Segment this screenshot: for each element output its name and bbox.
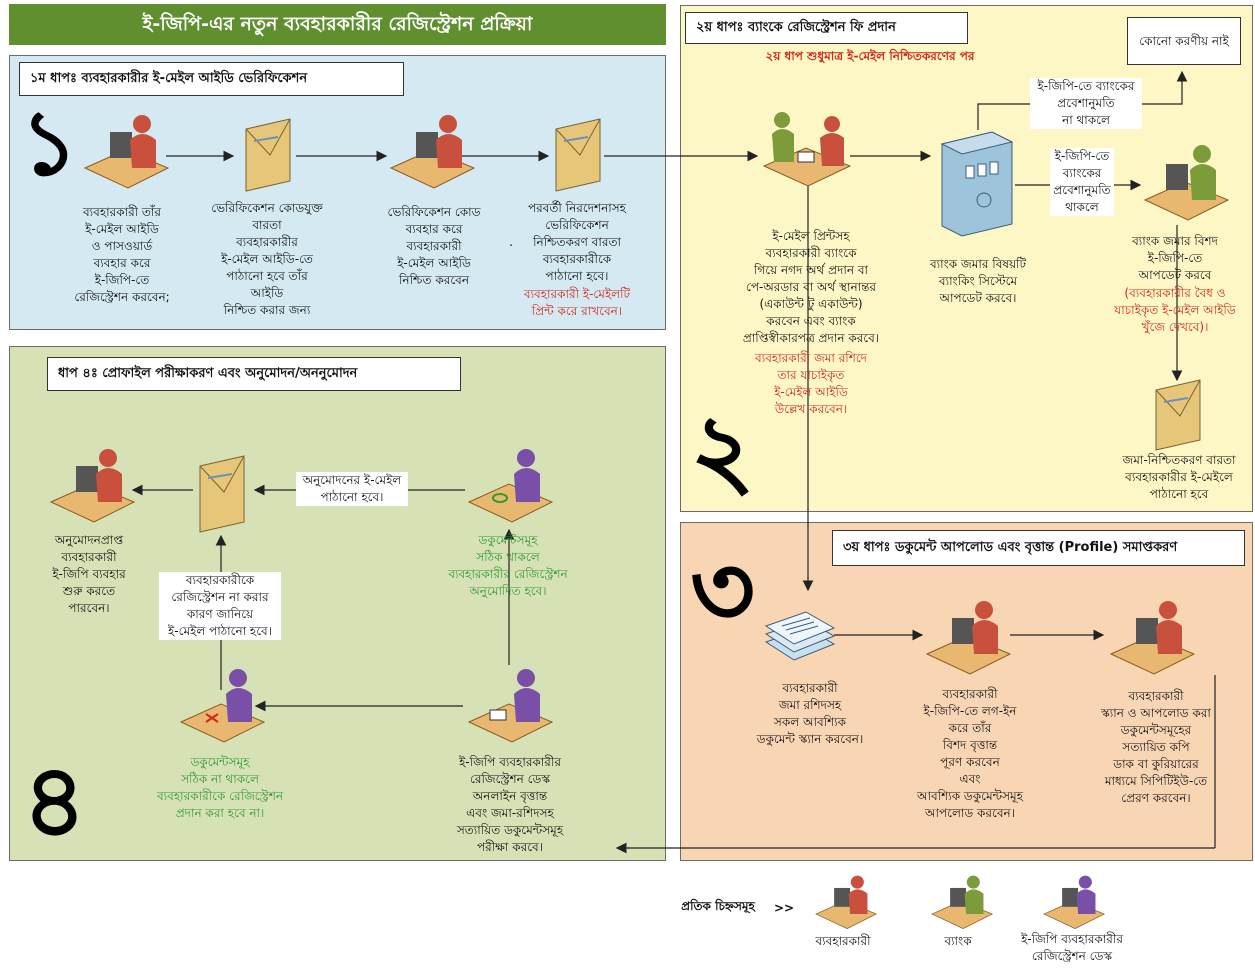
step1-panel — [9, 55, 666, 330]
step4-docs-bad-text: ডকুমেন্টসমূহ সঠিক না থাকলে ব্যবহারকারীকে… — [157, 755, 283, 820]
step1-verify-text: ভেরিফিকেশন কোড ব্যবহার করে ব্যবহারকারী ই… — [387, 205, 481, 287]
person-at-desk-icon — [925, 601, 1012, 675]
step3-scan-text: ব্যবহারকারী জমা রশিদসহ সকল আবশ্যিক ডকুমে… — [756, 681, 864, 746]
step2-egp-update-text: ব্যাংক জমার বিশদ ই-জিপি-তে আপডেট করবে — [1132, 234, 1218, 282]
desk-person-icon — [1043, 875, 1106, 929]
step4-desk-check-text: ই-জিপি ব্যবহারকারীর রেজিস্ট্রেশন ডেস্ক অ… — [456, 755, 564, 854]
envelope-icon — [555, 118, 601, 192]
bank-building-icon — [940, 131, 1014, 237]
person-at-desk-icon — [762, 112, 852, 187]
step1-dot: . — [509, 235, 513, 249]
step2-payment-note: ব্যবহারকারী জমা রশিদে তার যাচাইকৃত ই-মেই… — [755, 351, 867, 416]
person-at-desk-icon — [389, 115, 476, 189]
person-at-desk-icon — [49, 449, 136, 523]
no-action-box: কোনো করণীয় নাই — [1127, 17, 1241, 65]
step1-confirm-text: পরবর্তী নিরদেশনাসহ ভেরিফিকেশন নিশ্চিতকরণ… — [528, 201, 626, 283]
step4-heading: ধাপ ৪ঃ প্রোফাইল পরীক্ষাকরণ এবং অনুমোদন/অ… — [47, 357, 461, 391]
person-at-desk-icon — [467, 669, 554, 743]
step2-egp-check-note: (ব্যবহারকারীর বৈধ ও যাচাইকৃত ই-মেইল আইডি… — [1114, 286, 1236, 334]
step3-heading: ৩য় ধাপঃ ডকুমেন্ট আপলোড এবং বৃত্তান্ত (P… — [832, 530, 1245, 566]
step3-courier-text: ব্যবহারকারী স্ক্যান ও আপলোড করা ডকুমেন্ট… — [1101, 689, 1211, 805]
step1-heading: ১ম ধাপঃ ব্যবহারকারীর ই-মেইল আইডি ভেরিফিক… — [19, 62, 404, 96]
legend-arrow: >> — [773, 901, 795, 915]
person-at-desk-icon — [1109, 601, 1196, 675]
person-at-desk-icon — [467, 449, 554, 523]
step2-system-text: ব্যাংক জমার বিষয়টি ব্যাংকিং সিস্টেমে আপ… — [929, 257, 1027, 305]
legend-user-label: ব্যবহারকারী — [815, 934, 871, 948]
step2-payment-text: ই-মেইল প্রিন্টসহ ব্যবহারকারী ব্যাংকে গিয… — [742, 229, 880, 345]
step4-docs-ok-text: ডকুমেন্টসমূহ সঠিক থাকলে ব্যবহারকারীর রেজ… — [448, 533, 568, 598]
legend-bank-label: ব্যাংক — [944, 934, 972, 948]
step2-subnote: ২য় ধাপ শুধুমাত্র ই-মেইল নিশ্চিতকরণের পর — [765, 49, 975, 63]
step2-confirm-mail-text: জমা-নিশ্চিতকরণ বারতা ব্যবহারকারীর ই-মেইল… — [1122, 453, 1236, 501]
envelope-icon — [1155, 379, 1201, 451]
person-at-desk-icon — [815, 875, 878, 929]
step1-code-mail-text: ভেরিফিকেশন কোডযুক্ত বারতা ব্যবহারকারীর ই… — [211, 201, 323, 317]
step3-number: ৩ — [690, 531, 756, 649]
legend-label: প্রতিক চিহ্নসমূহ — [681, 899, 755, 913]
legend-desk-label: ই-জিপি ব্যবহারকারীর রেজিস্ট্রেশন ডেস্ক — [1021, 932, 1123, 963]
step4-number: ৪ — [22, 741, 87, 859]
envelope-icon — [199, 455, 245, 533]
bank-access-label: ই-জিপি-তে ব্যাংকের প্রবেশানুমতি থাকলে — [1050, 148, 1114, 216]
step4-reject-mail-label: ব্যবহারকারীকে রেজিস্ট্রেশন না করার কারণ … — [159, 572, 281, 640]
step1-print-note: ব্যবহারকারী ই-মেইলটি প্রিন্ট করে রাখবেন। — [523, 287, 631, 318]
step2-heading: ২য় ধাপঃ ব্যাংকে রেজিস্ট্রেশন ফি প্রদান — [685, 12, 968, 44]
step3-upload-text: ব্যবহারকারী ই-জিপি-তে লগ-ইন করে তাঁর বিশ… — [917, 687, 1023, 820]
step4-approved-user-text: অনুমোদনপ্রাপ্ত ব্যবহারকারী ই-জিপি ব্যবহা… — [52, 533, 126, 615]
step1-register-text: ব্যবহারকারী তাঁর ই-মেইল আইডি ও পাসওয়ার্… — [74, 205, 170, 304]
step4-approval-mail-label: অনুমোদনের ই-মেইল পাঠানো হবে। — [296, 472, 408, 506]
step3-panel — [680, 522, 1253, 861]
person-at-desk-icon — [1143, 145, 1230, 221]
document-stack-icon — [764, 611, 836, 661]
step2-number: ২ — [690, 391, 756, 509]
envelope-icon — [245, 118, 291, 192]
step1-number: ১ — [20, 90, 79, 196]
person-at-desk-icon — [179, 669, 266, 743]
bank-person-icon — [931, 875, 994, 929]
step4-panel — [9, 346, 666, 861]
no-bank-access-label: ই-জিপি-তে ব্যাংকের প্রবেশানুমতি না থাকলে — [1030, 78, 1142, 129]
page-title: ই-জিপি-এর নতুন ব্যবহারকারীর রেজিস্ট্রেশন… — [9, 4, 666, 45]
person-at-desk-icon — [83, 115, 170, 189]
